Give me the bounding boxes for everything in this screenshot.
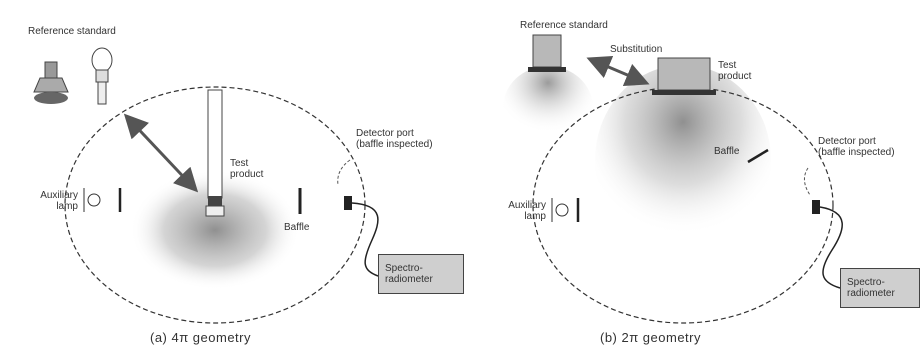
panel-b-spectroradiometer-label: Spectro-radiometer [847, 277, 895, 299]
reference-bulb-icon [91, 47, 113, 105]
panel-a-reference-standard-label: Reference standard [28, 26, 116, 37]
reference-lamp-icon [33, 61, 69, 104]
panel-a-glow [130, 170, 300, 290]
panel-a-caption: (a) 4π geometry [150, 330, 252, 345]
panel-a-test-product [208, 196, 222, 206]
panel-b-glow [595, 65, 771, 255]
panel-a-aux-lamp-icon [87, 193, 101, 207]
panel-b-ref-glow [503, 66, 593, 150]
panel-a-detector-leader [337, 159, 351, 186]
panel-b-substitution-arrow [586, 55, 650, 87]
panel-b-spectroradiometer-box: Spectro-radiometer [840, 268, 920, 308]
panel-a-fiber-cable [351, 202, 379, 277]
panel-a-baffle-label: Baffle [284, 222, 310, 233]
panel-b-test-product-base [652, 90, 716, 95]
panel-b-fiber-cable [819, 206, 843, 289]
panel-b-test-product-box [657, 57, 711, 91]
panel-b-auxiliary-lamp-label: Auxiliary lamp [508, 200, 546, 222]
panel-a-detector-port-label: Detector port (baffle inspected) [356, 128, 433, 150]
panel-a-test-lamp [205, 205, 225, 217]
panel-b-caption: (b) 2π geometry [600, 330, 702, 345]
panel-b-substitution-label: Substitution [610, 44, 663, 55]
panel-a-spectroradiometer-label: Spectro-radiometer [385, 263, 433, 285]
panel-a [33, 47, 379, 324]
panel-a-reference-arrow [123, 113, 199, 193]
panel-a-detector-port [344, 196, 352, 210]
panel-b-reference-box [532, 34, 562, 68]
panel-b-reference-standard-label: Reference standard [520, 20, 608, 31]
panel-b-baffle-label: Baffle [714, 146, 740, 157]
panel-b-detector-port [812, 200, 820, 214]
panel-b-detector-port-label: Detector port (baffle inspected) [818, 136, 895, 158]
panel-b-baffle [747, 148, 769, 164]
panel-a-spectroradiometer-box: Spectro-radiometer [378, 254, 464, 294]
panel-b-reference-base [528, 67, 566, 72]
panel-a-auxiliary-lamp-label: Auxiliary lamp [40, 190, 78, 212]
panel-a-mount-rod [207, 89, 223, 199]
panel-a-test-product-label: Test product [230, 158, 264, 180]
panel-b [503, 34, 843, 324]
panel-b-detector-leader [804, 167, 811, 196]
panel-b-test-product-label: Test product [718, 60, 752, 82]
panel-b-aux-lamp-icon [555, 203, 569, 217]
